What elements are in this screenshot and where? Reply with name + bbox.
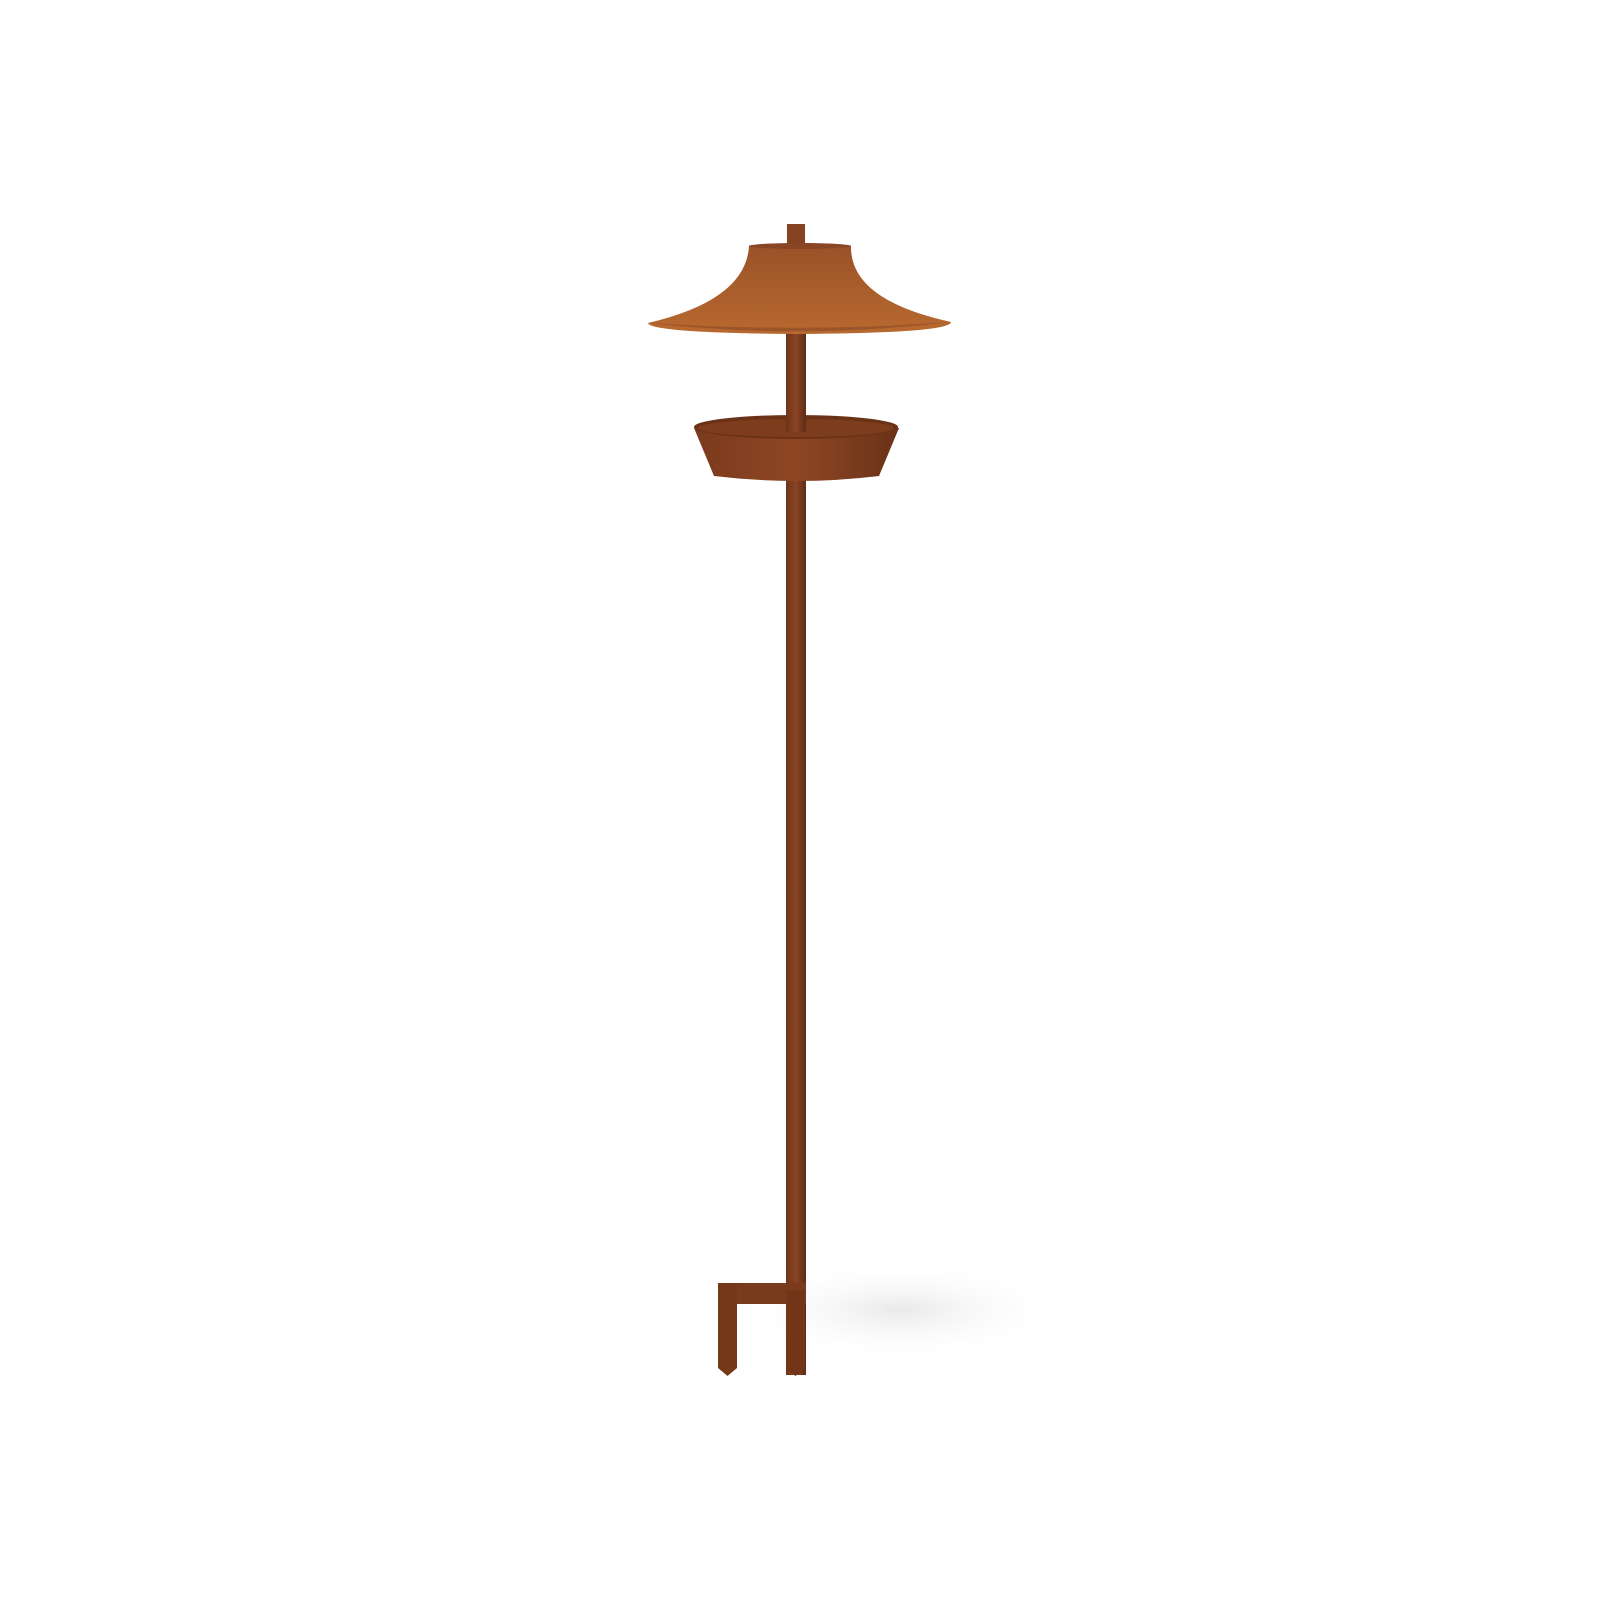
feeding-tray bbox=[694, 330, 899, 481]
stake-fork bbox=[718, 1283, 806, 1376]
pole bbox=[786, 330, 806, 1375]
ground-shadow bbox=[730, 1260, 1070, 1360]
roof bbox=[648, 224, 951, 334]
top-peg bbox=[787, 224, 805, 248]
